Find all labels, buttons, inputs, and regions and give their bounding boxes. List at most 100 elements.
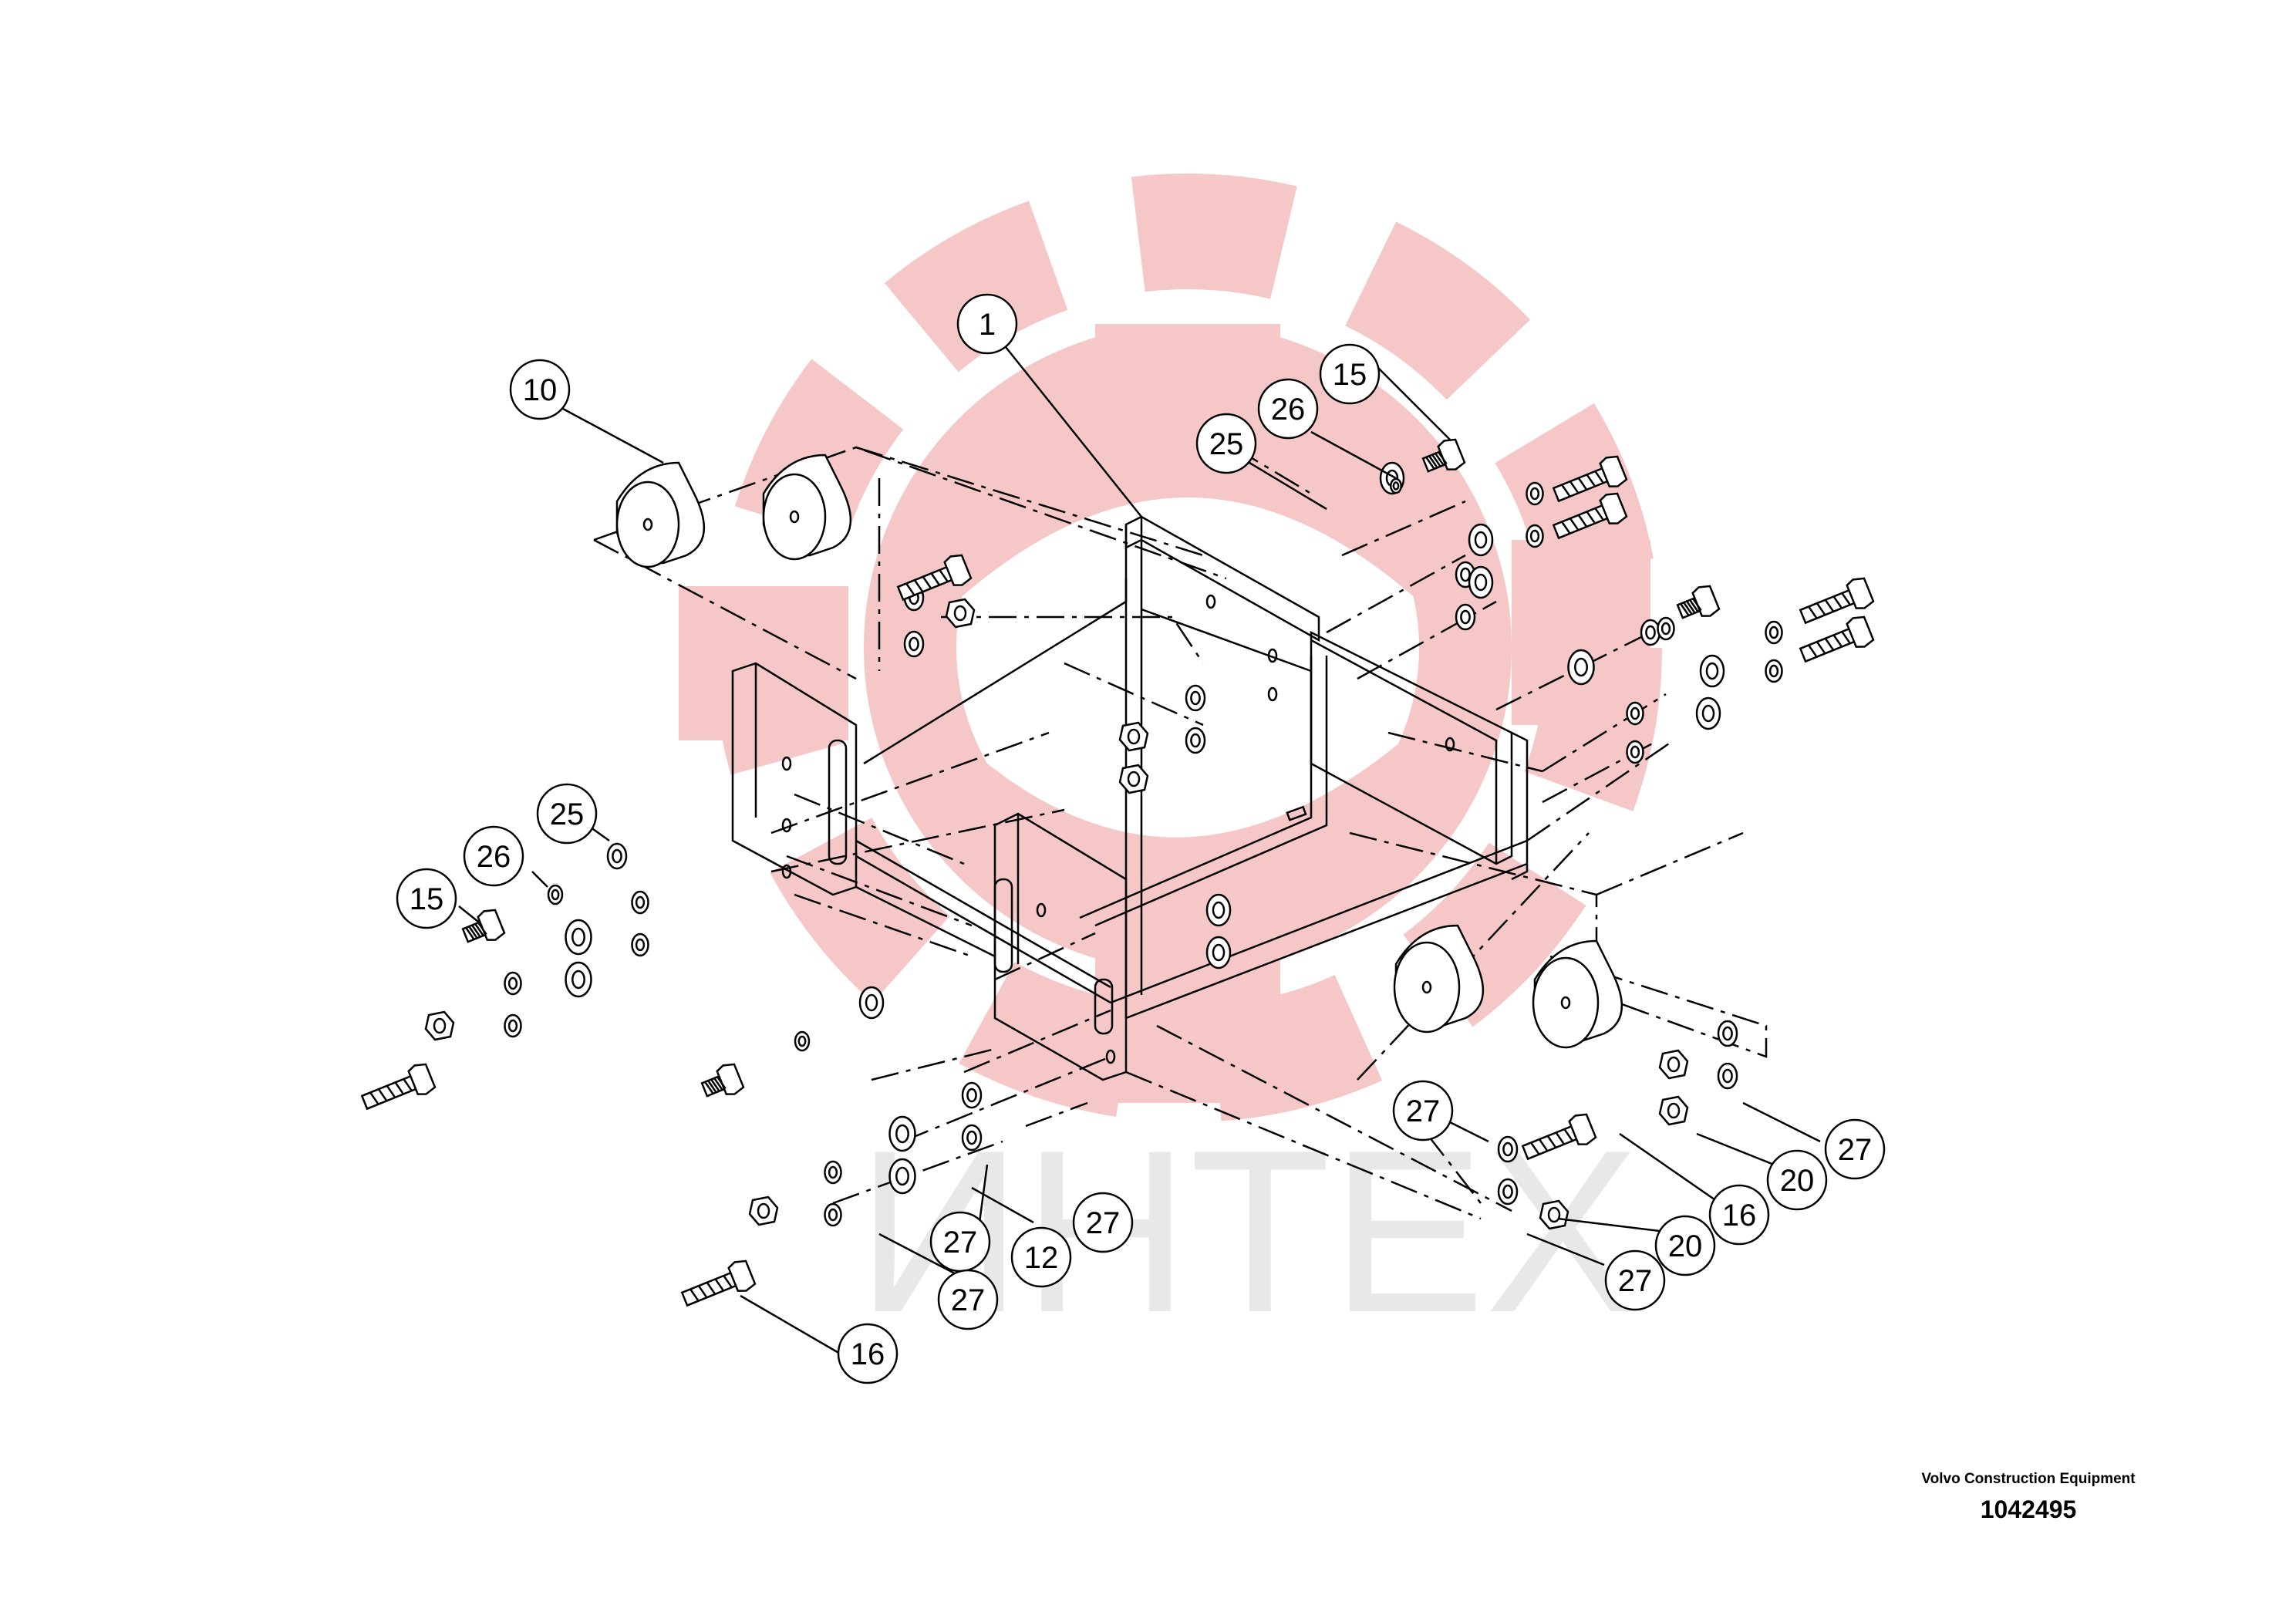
washer xyxy=(1765,659,1783,683)
callout-27: 27 xyxy=(1392,1080,1454,1141)
washer xyxy=(824,1202,842,1227)
bolt xyxy=(1552,455,1628,503)
bolt xyxy=(700,1063,745,1098)
nuts xyxy=(424,598,1689,1230)
washer xyxy=(1497,1135,1519,1163)
washer xyxy=(504,1013,522,1038)
washer xyxy=(888,1158,916,1195)
washer xyxy=(1717,1020,1738,1047)
washer xyxy=(1695,696,1721,730)
callout-16: 16 xyxy=(837,1323,899,1384)
washer xyxy=(888,1115,916,1152)
washer xyxy=(1626,740,1644,764)
callout-27: 27 xyxy=(929,1211,991,1273)
washer xyxy=(565,919,592,956)
callout-label: 26 xyxy=(1271,393,1306,427)
washer xyxy=(631,890,649,915)
washer xyxy=(1699,654,1725,688)
nut xyxy=(1539,1199,1569,1230)
callout-label: 12 xyxy=(1024,1241,1059,1275)
nut xyxy=(945,598,976,629)
bolts xyxy=(360,438,1875,1307)
bolt xyxy=(461,909,506,943)
nut xyxy=(1118,764,1149,794)
callout-label: 27 xyxy=(1406,1094,1441,1128)
callout-12: 12 xyxy=(1010,1226,1072,1288)
callout-20: 20 xyxy=(1766,1149,1828,1211)
callout-10: 10 xyxy=(509,359,571,420)
washer xyxy=(565,961,592,998)
callout-27: 27 xyxy=(1824,1118,1886,1180)
callout-label: 15 xyxy=(410,882,444,916)
callout-1: 1 xyxy=(956,293,1018,355)
washer xyxy=(1185,727,1206,754)
callout-label: 27 xyxy=(1086,1206,1121,1240)
bolt xyxy=(680,1259,757,1307)
bolt xyxy=(360,1063,437,1111)
watermark-gear-logo xyxy=(679,174,1662,1122)
rubber-mount xyxy=(1393,924,1485,1034)
callout-26: 26 xyxy=(1257,378,1319,440)
washer xyxy=(1765,620,1783,645)
callout-label: 25 xyxy=(1209,427,1244,461)
washer xyxy=(1205,893,1232,927)
callout-label: 16 xyxy=(851,1337,885,1371)
washer xyxy=(631,932,649,957)
callout-label: 20 xyxy=(1780,1164,1815,1198)
washer xyxy=(1468,523,1494,557)
bolt xyxy=(896,554,973,602)
callout-label: 1 xyxy=(979,308,996,342)
bolt xyxy=(1521,1113,1597,1161)
washer xyxy=(606,842,628,870)
drawing-number: 1042495 xyxy=(1980,1496,2077,1523)
rubber-mount xyxy=(1532,939,1623,1049)
rubber-mount xyxy=(615,461,706,568)
callout-label: 27 xyxy=(951,1283,986,1317)
washers xyxy=(504,461,1783,1227)
leader-lines xyxy=(458,342,1821,1367)
nut xyxy=(1658,1095,1689,1126)
nut xyxy=(748,1195,779,1226)
callout-27: 27 xyxy=(1604,1249,1666,1311)
washer xyxy=(858,986,885,1020)
washer xyxy=(547,884,564,905)
callout-label: 26 xyxy=(477,840,511,874)
callout-15: 15 xyxy=(1319,343,1381,405)
washer xyxy=(1468,565,1494,599)
callout-label: 25 xyxy=(550,798,585,831)
bolt xyxy=(1799,577,1875,625)
washer xyxy=(1497,1178,1519,1206)
manufacturer-label: Volvo Construction Equipment xyxy=(1921,1471,2136,1487)
callout-label: 15 xyxy=(1333,358,1367,392)
bolt xyxy=(1676,585,1721,619)
nut xyxy=(1658,1049,1689,1080)
nut xyxy=(1118,721,1149,752)
washer xyxy=(1567,649,1595,686)
washer xyxy=(504,971,522,996)
callout-label: 20 xyxy=(1668,1229,1703,1263)
callout-15: 15 xyxy=(396,868,457,929)
callout-16: 16 xyxy=(1708,1184,1770,1246)
washer xyxy=(961,1081,983,1109)
callout-label: 27 xyxy=(1838,1133,1873,1167)
nut xyxy=(424,1010,455,1041)
callout-26: 26 xyxy=(463,825,524,887)
washer xyxy=(1640,619,1661,646)
callout-25: 25 xyxy=(1195,413,1257,474)
callout-20: 20 xyxy=(1654,1215,1716,1276)
rubber-mount xyxy=(762,454,852,561)
washer xyxy=(961,1124,983,1152)
callout-25: 25 xyxy=(536,783,598,845)
washer xyxy=(1390,477,1402,494)
washer xyxy=(1626,701,1644,726)
callout-label: 16 xyxy=(1722,1199,1757,1233)
bolt xyxy=(1799,615,1875,663)
washer xyxy=(824,1160,842,1185)
title-block: Volvo Construction Equipment 1042495 xyxy=(1913,1469,2144,1524)
bolt xyxy=(1552,492,1628,540)
washer xyxy=(1205,936,1232,969)
washer xyxy=(1455,603,1476,631)
callout-27: 27 xyxy=(937,1269,999,1330)
